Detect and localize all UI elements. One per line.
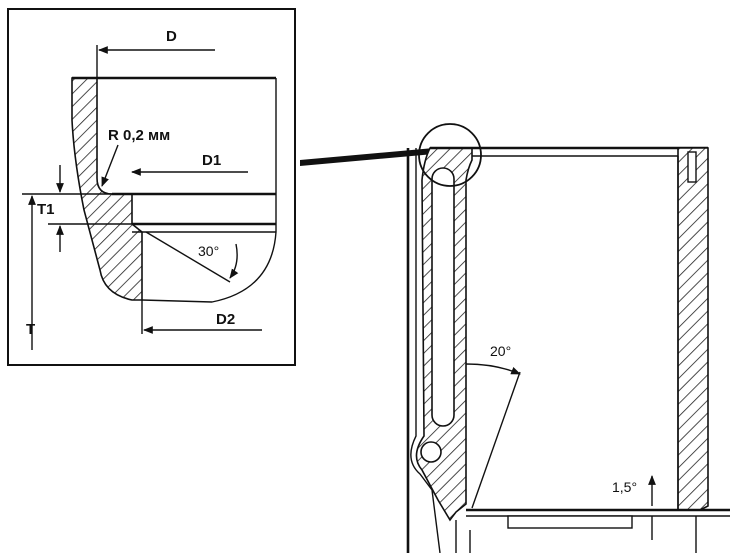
detail-circle (418, 123, 482, 187)
detail-inset: D R 0,2 мм D1 T1 30° T D2 (7, 8, 296, 366)
label-t: T (26, 321, 35, 338)
detail-lower-profile (141, 194, 277, 303)
label-d: D (166, 28, 177, 45)
label-d2: D2 (216, 311, 235, 328)
right-wall-groove (687, 151, 697, 183)
bottom-pad (507, 515, 633, 529)
angle-20-leg (471, 371, 521, 509)
label-30deg: 30° (198, 243, 219, 259)
label-20deg: 20° (490, 343, 511, 359)
label-t1: T1 (37, 201, 55, 218)
angle-30-arc (229, 243, 239, 279)
cylinder-section: 20° 1,5° (406, 123, 730, 553)
block-left-inner-edge (410, 148, 441, 553)
angle-30-leg (145, 231, 231, 283)
detail-frame (7, 8, 296, 366)
angle-20-arc (465, 363, 521, 375)
label-d1: D1 (202, 152, 221, 169)
label-radius: R 0,2 мм (108, 127, 170, 144)
detail-leader (300, 148, 434, 166)
liner-right-wall (677, 147, 709, 511)
label-1-5deg: 1,5° (612, 479, 637, 495)
oil-hole (420, 441, 442, 463)
radius-leader (101, 144, 119, 187)
coolant-passage (431, 167, 455, 427)
detail-wall-section (71, 77, 143, 301)
